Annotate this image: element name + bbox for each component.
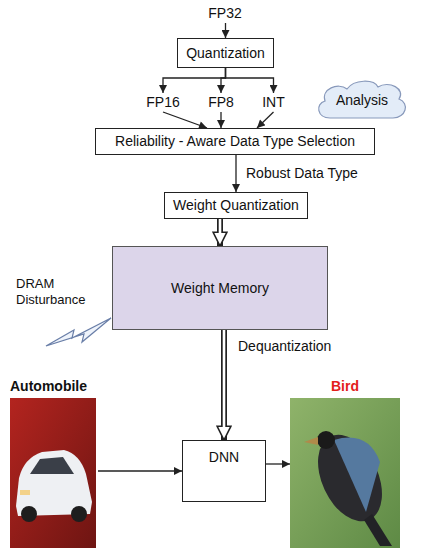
- bird-beak: [304, 437, 318, 445]
- bird-body: [305, 424, 395, 531]
- data-type-label: FP32: [206, 4, 244, 23]
- connector-group: [236, 155, 237, 192]
- connector-group: [221, 68, 226, 93]
- lightning-bolt: [46, 318, 111, 346]
- annotation-label: DRAM Disturbance: [16, 276, 112, 308]
- double-arrow-inner: [223, 330, 226, 427]
- double-arrow: [217, 219, 223, 246]
- bird-head: [317, 431, 335, 449]
- bird-photo: [290, 398, 400, 548]
- class-label: Automobile: [10, 378, 87, 395]
- box-text: Quantization: [186, 45, 265, 62]
- data-type-text: INT: [262, 94, 285, 111]
- double-arrow: [221, 330, 227, 440]
- edge-label: Robust Data Type: [246, 165, 358, 182]
- analysis-cloud: Analysis: [314, 79, 410, 121]
- data-type-label: INT: [260, 93, 287, 112]
- arrow: [266, 463, 290, 464]
- bird-tail: [364, 514, 392, 546]
- arrow: [98, 470, 182, 471]
- memory-box: Weight Memory: [112, 246, 328, 330]
- arrow: [221, 68, 226, 93]
- connector-group: [224, 330, 225, 440]
- data-type-text: FP8: [208, 94, 234, 111]
- connector-group: [221, 112, 222, 128]
- arrow: [225, 23, 226, 38]
- arrow: [226, 68, 274, 93]
- connector-group: [163, 112, 207, 128]
- cloud-path: [319, 81, 406, 118]
- data-type-text: FP32: [208, 5, 241, 22]
- connector-group: [220, 219, 221, 246]
- process-box: Reliability - Aware Data Type Selection: [95, 128, 375, 155]
- car-body: [16, 450, 92, 516]
- data-type-text: FP16: [146, 94, 179, 111]
- photo-ground: [10, 398, 96, 548]
- double-arrow-inner: [219, 219, 222, 233]
- edge-label: Dequantization: [238, 338, 331, 355]
- arrow: [163, 112, 207, 128]
- arrow: [257, 112, 274, 128]
- data-type-label: FP8: [206, 93, 236, 112]
- bird-wing: [334, 438, 380, 512]
- car-light: [20, 490, 30, 495]
- data-type-label: FP16: [144, 93, 182, 112]
- connector-group: [225, 23, 226, 38]
- process-box: Quantization: [177, 38, 274, 68]
- arrow: [235, 155, 236, 192]
- arrow: [220, 112, 221, 128]
- car-photo: [10, 398, 96, 548]
- connector-group: [266, 464, 290, 465]
- input-image: Automobile: [8, 378, 98, 550]
- box-text: Weight Memory: [171, 280, 269, 297]
- car-window: [30, 457, 74, 474]
- process-box: Weight Quantization: [164, 192, 308, 219]
- connector-group: [98, 471, 182, 472]
- output-image: Bird: [290, 378, 400, 550]
- car-wheel: [21, 506, 37, 522]
- box-text: DNN: [209, 445, 239, 466]
- car-wheel: [71, 506, 87, 522]
- connector-group: [257, 112, 274, 128]
- box-text: Reliability - Aware Data Type Selection: [115, 133, 355, 150]
- connector-group: [163, 68, 226, 93]
- model-box: DNN: [182, 440, 266, 502]
- cloud-text: Analysis: [336, 92, 388, 109]
- class-label: Bird: [331, 378, 359, 395]
- photo-ground: [290, 398, 400, 548]
- arrow: [163, 68, 226, 93]
- box-text: Weight Quantization: [173, 197, 299, 214]
- connector-group: [226, 68, 274, 93]
